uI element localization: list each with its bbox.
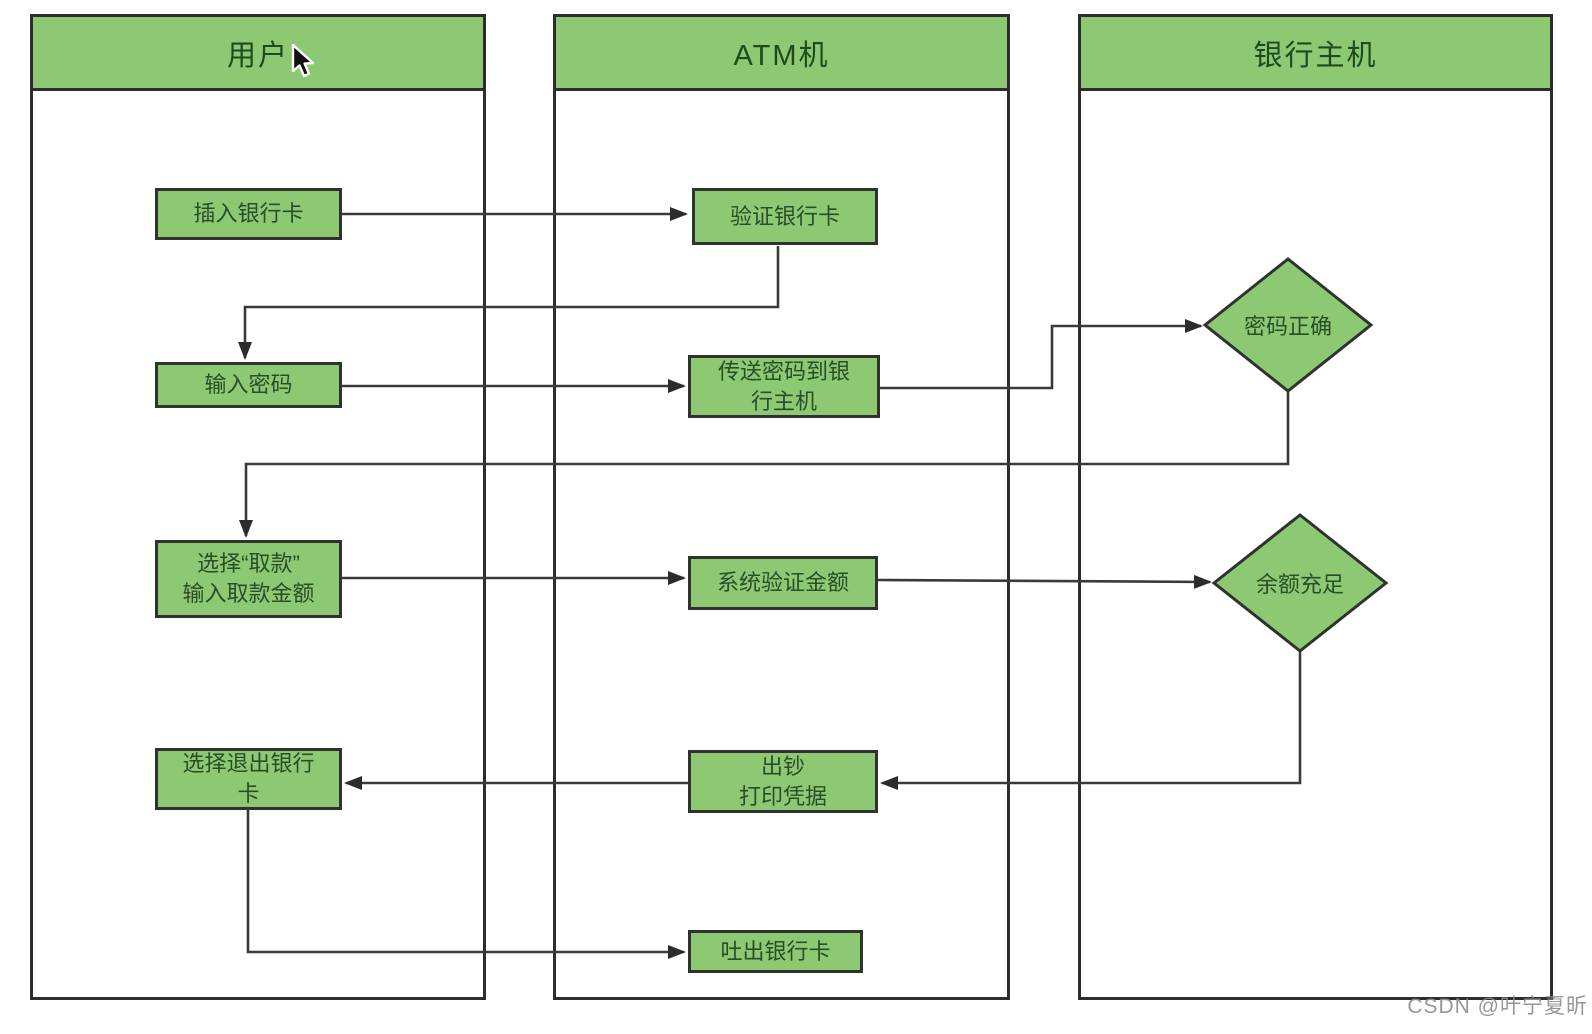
- node-eject-card: 吐出银行卡: [688, 930, 863, 973]
- node-insert-card: 插入银行卡: [155, 188, 342, 240]
- node-dispense-cash: 出钞 打印凭据: [688, 750, 878, 813]
- node-verify-amount: 系统验证金额: [688, 556, 878, 610]
- connector-verify-to-password: [238, 246, 780, 360]
- node-eject-choice: 选择退出银行 卡: [155, 748, 342, 810]
- lane-atm: ATM机: [553, 14, 1010, 1000]
- lane-bank: 银行主机: [1078, 14, 1553, 1000]
- watermark: CSDN @叶宁夏昕: [1407, 995, 1588, 1018]
- lane-user: 用户: [30, 14, 486, 1000]
- connector-balance-to-dispense: [880, 652, 1302, 790]
- connector-ejectchoice-to-ejectcard: [246, 810, 686, 959]
- node-select-withdraw: 选择“取款” 输入取款金额: [155, 540, 342, 618]
- node-verify-card: 验证银行卡: [692, 188, 878, 245]
- connector-verifyamount-to-balance: [877, 574, 1212, 589]
- decision-password-correct: [1202, 257, 1374, 393]
- node-send-password: 传送密码到银 行主机: [688, 355, 880, 418]
- mouse-cursor-icon: [291, 44, 315, 78]
- connector-check-to-withdraw: [239, 392, 1290, 538]
- lane-header-user: 用户: [33, 17, 483, 91]
- node-enter-password: 输入密码: [155, 362, 342, 408]
- lane-header-bank: 银行主机: [1081, 17, 1550, 91]
- lane-header-atm: ATM机: [556, 17, 1007, 91]
- decision-balance-sufficient: [1211, 513, 1389, 653]
- connector-send-to-check: [880, 319, 1203, 390]
